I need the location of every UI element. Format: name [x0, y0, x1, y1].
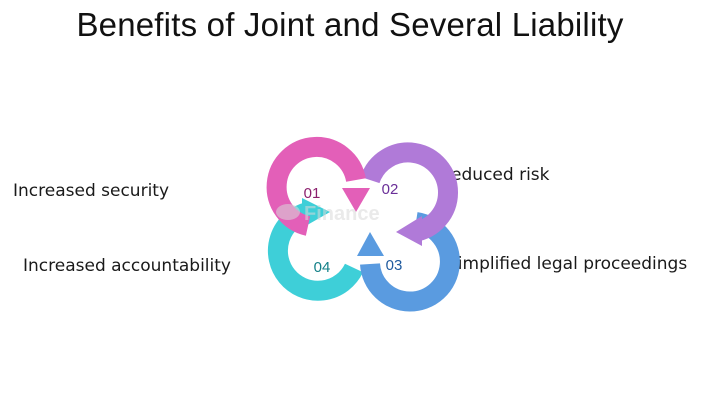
- label-increased-security: Increased security: [13, 181, 170, 201]
- label-increased-accountability: Increased accountability: [23, 256, 231, 276]
- cycle-arc-03: [360, 212, 460, 312]
- arrow-head-01: [342, 188, 370, 212]
- cycle-number-04: 04: [314, 259, 331, 276]
- cycle-diagram: Finance 01 02 03 04: [266, 136, 460, 312]
- page-title: Benefits of Joint and Several Liability: [76, 6, 624, 43]
- cycle-number-03: 03: [386, 257, 403, 274]
- arrow-head-02: [396, 216, 422, 246]
- cycle-number-02: 02: [382, 181, 399, 198]
- cycle-number-01: 01: [304, 185, 321, 202]
- watermark: Finance: [276, 203, 380, 225]
- cycle-segment-03: [357, 212, 460, 312]
- arrow-head-03: [357, 232, 384, 256]
- label-reduced-risk: Reduced risk: [440, 165, 550, 185]
- cloud-logo-icon: [276, 204, 300, 220]
- watermark-text: Finance: [304, 203, 380, 225]
- cycle-arc-02: [360, 142, 458, 242]
- cycle-segment-02: [360, 142, 458, 246]
- label-simplified-legal-proceedings: Simplified legal proceedings: [447, 254, 688, 274]
